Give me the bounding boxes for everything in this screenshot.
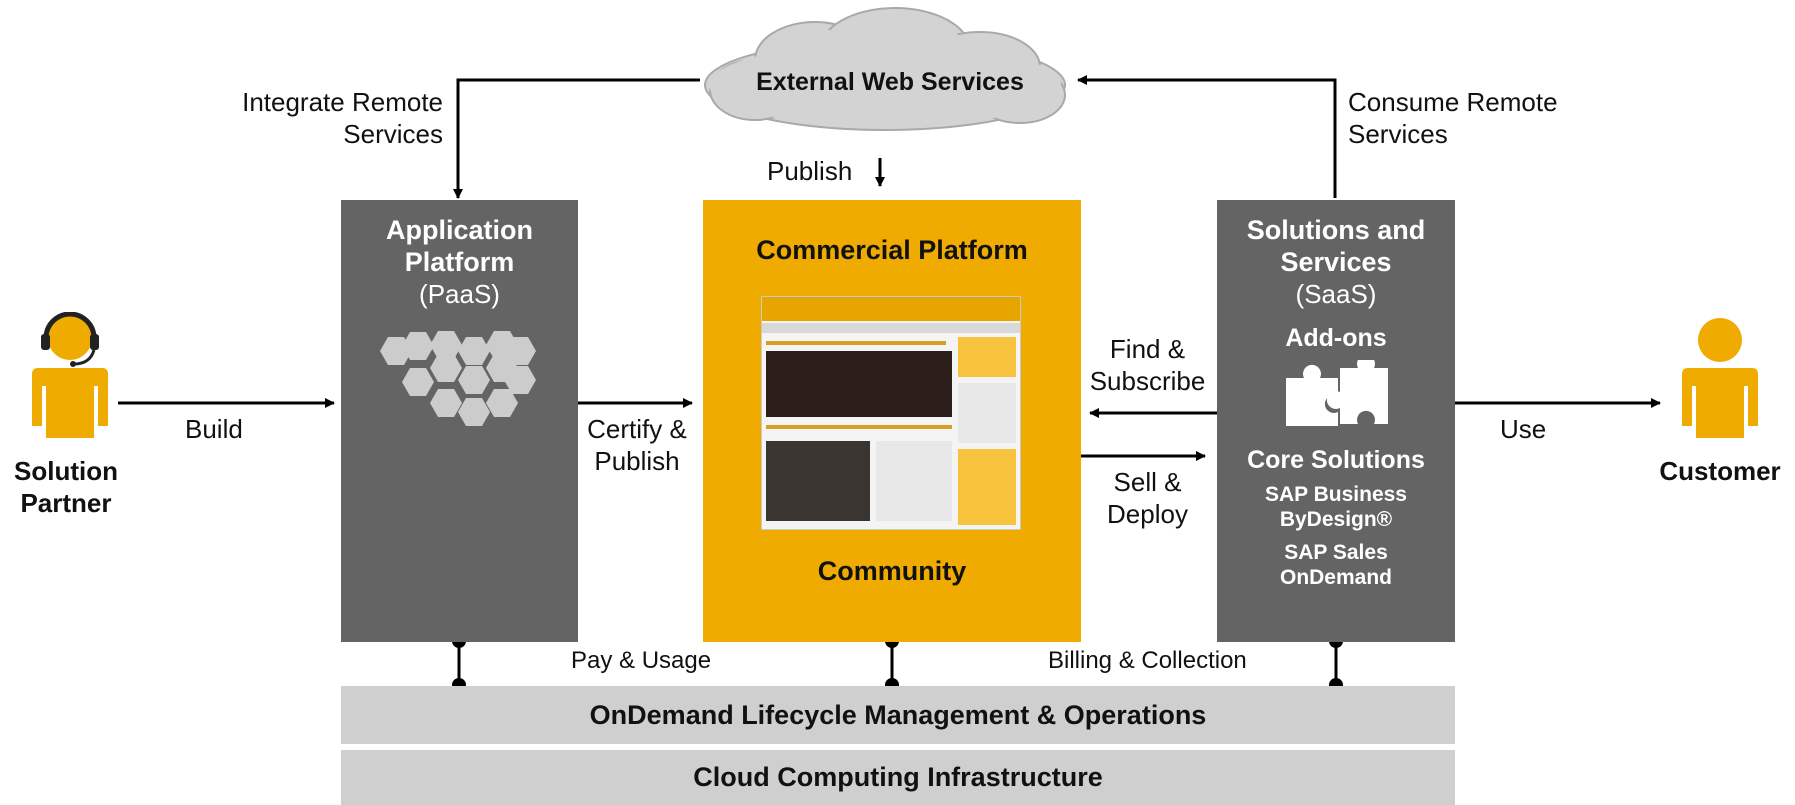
puzzle-icon <box>1286 360 1388 426</box>
site-hero-image <box>766 351 952 417</box>
saas-title: Solutions and Services <box>1246 215 1426 277</box>
label-billing-collection: Billing & Collection <box>1048 647 1247 674</box>
edge-integrate-remote <box>453 78 700 199</box>
paas-box: Application Platform (PaaS) <box>341 200 578 642</box>
label-publish: Publish <box>767 156 853 186</box>
site-links <box>876 441 952 521</box>
person-icon <box>1682 318 1758 438</box>
site-nav <box>762 323 1020 333</box>
label-find-subscribe: Find & Subscribe <box>1089 334 1206 396</box>
cloud-icon <box>704 7 1066 131</box>
saas-product-bydesign: SAP Business ByDesign® <box>1264 483 1407 531</box>
label-certify-publish: Certify & Publish <box>587 414 687 476</box>
saas-subtitle: (SaaS) <box>1295 279 1377 309</box>
paas-title: Application Platform <box>386 215 533 277</box>
commercial-title: Commercial Platform <box>756 235 1028 265</box>
edge-consume-remote <box>1077 75 1337 198</box>
layer-infrastructure: Cloud Computing Infrastructure <box>341 750 1455 805</box>
layer-lifecycle: OnDemand Lifecycle Management & Operatio… <box>341 686 1455 744</box>
community-website-screenshot <box>761 296 1021 530</box>
label-integrate-remote: Integrate Remote Services <box>242 87 443 149</box>
site-video <box>766 441 870 521</box>
label-use: Use <box>1500 414 1547 444</box>
site-header <box>762 297 1020 321</box>
label-consume-remote: Consume Remote Services <box>1348 87 1558 149</box>
cloud-label: External Web Services <box>756 68 1024 96</box>
saas-core: Core Solutions <box>1247 446 1425 474</box>
label-sell-deploy: Sell & Deploy <box>1107 467 1188 529</box>
actor-customer: Customer <box>1659 456 1781 486</box>
commercial-platform-box: Commercial Platform Community <box>703 200 1081 642</box>
site-side-list <box>958 383 1016 443</box>
label-pay-usage: Pay & Usage <box>571 647 712 674</box>
connector-saas-lifecycle <box>1329 634 1343 692</box>
site-subheading <box>766 425 952 429</box>
saas-box: Solutions and Services (SaaS) Add-ons Co… <box>1217 200 1455 642</box>
person-headset-icon <box>32 312 108 438</box>
saas-addons: Add-ons <box>1285 324 1387 352</box>
actor-solution-partner: Solution Partner <box>14 456 118 518</box>
label-build: Build <box>185 414 243 444</box>
saas-product-sales-ondemand: SAP Sales OnDemand <box>1279 541 1392 589</box>
site-heading <box>766 341 946 345</box>
connector-commercial-lifecycle <box>885 634 899 692</box>
site-side-panel <box>958 337 1016 377</box>
site-side-panel-2 <box>958 449 1016 525</box>
commercial-footer: Community <box>817 556 967 586</box>
connector-paas-lifecycle <box>452 634 466 692</box>
honeycomb-icon <box>379 331 536 426</box>
paas-subtitle: (PaaS) <box>419 279 500 309</box>
